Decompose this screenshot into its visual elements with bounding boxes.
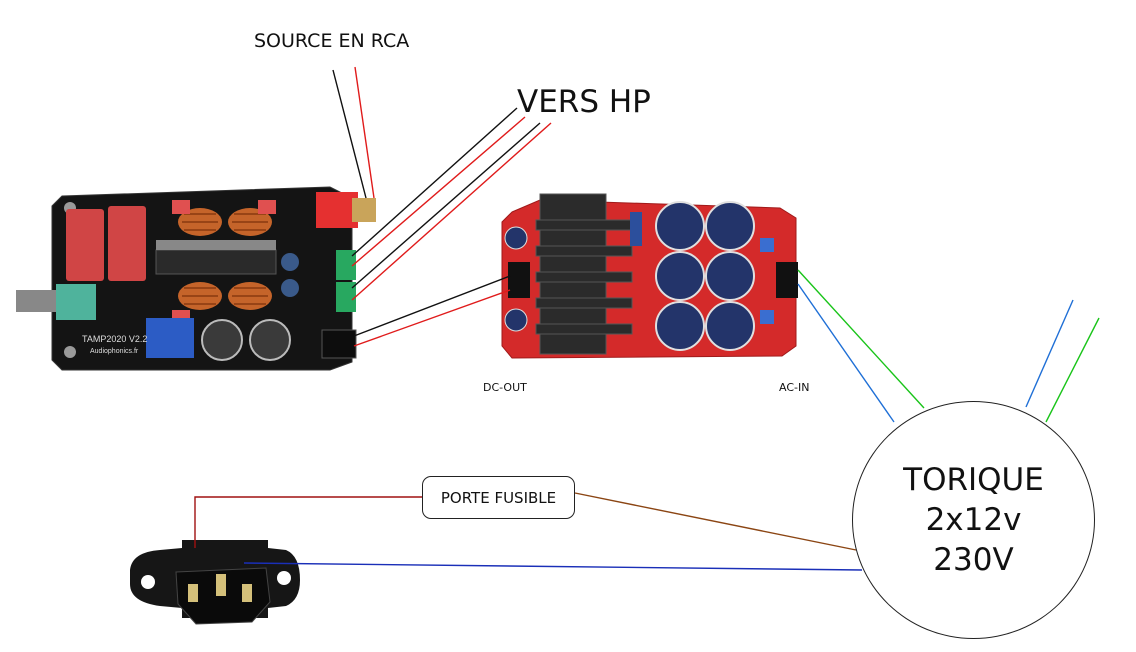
source-rca-label: SOURCE EN RCA: [254, 30, 410, 52]
ac-in-label: AC-IN: [779, 381, 810, 394]
toroidal-transformer: TORIQUE 2x12v 230V: [852, 401, 1095, 639]
board-model: TAMP2020 V2.2: [82, 334, 147, 344]
dc-out-label: DC-OUT: [483, 381, 527, 394]
transformer-line-3: 230V: [933, 542, 1014, 578]
power-supply-board: [501, 193, 798, 359]
transformer-line-1: TORIQUE: [903, 462, 1044, 498]
wires: [194, 66, 1100, 571]
fuse-holder-label: PORTE FUSIBLE: [440, 488, 557, 507]
iec-power-inlet: [130, 540, 300, 625]
transformer-line-2: 2x12v: [925, 502, 1022, 538]
speakers-label: VERS HP: [517, 84, 651, 120]
board-brand: Audiophonics.fr: [90, 348, 139, 355]
amplifier-board: TAMP2020 V2.2 Audiophonics.fr: [16, 186, 376, 371]
fuse-holder-box: PORTE FUSIBLE: [422, 476, 575, 519]
